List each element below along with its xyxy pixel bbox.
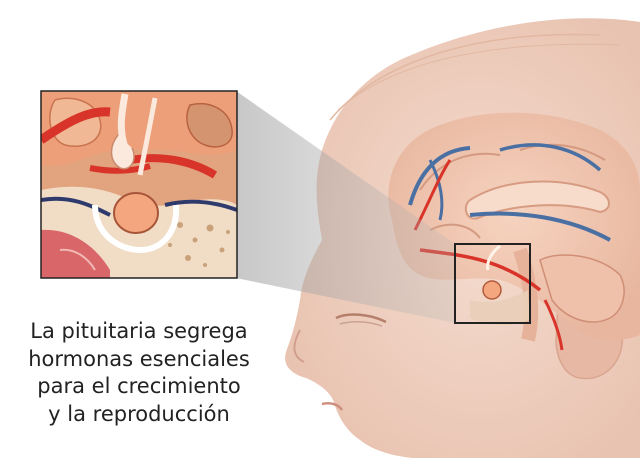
caption-line-3: para el crecimiento (6, 373, 272, 401)
magnified-inset (41, 91, 237, 278)
caption-line-4: y la reproducción (6, 401, 272, 429)
caption-line-2: hormonas esenciales (6, 346, 272, 374)
caption-line-1: La pituitaria segrega (6, 318, 272, 346)
caption: La pituitaria segrega hormonas esenciale… (6, 318, 272, 428)
